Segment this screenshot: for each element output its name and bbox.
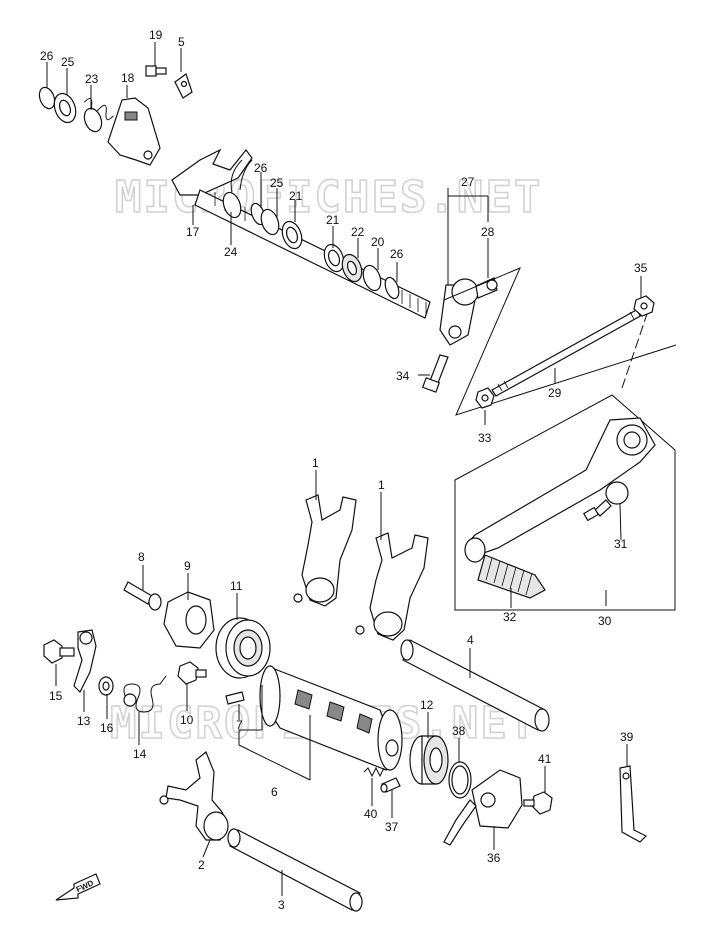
part-38-o-ring xyxy=(448,761,472,799)
part-5-stopper xyxy=(174,73,193,99)
callout-40-spring: 40 xyxy=(364,807,378,821)
callout-9-cam-plate: 9 xyxy=(184,559,191,573)
part-33-nut xyxy=(475,387,495,409)
part-20-washer xyxy=(362,264,382,292)
part-7-pin xyxy=(225,691,245,705)
callout-32-footpeg: 32 xyxy=(503,610,517,624)
callout-38-o-ring: 38 xyxy=(452,724,466,738)
callout-25-washer-top: 25 xyxy=(61,55,75,69)
callout-24-return-spring: 24 xyxy=(224,245,238,259)
leader-lines xyxy=(46,42,642,896)
callout-19-bolt: 19 xyxy=(149,28,163,42)
part-11-bearing xyxy=(215,617,271,679)
callout-36-switch: 36 xyxy=(487,851,501,865)
part-2-shift-fork xyxy=(159,751,229,841)
callout-41-bolt: 41 xyxy=(538,752,552,766)
part-37-pin xyxy=(380,777,401,793)
callout-22-seal: 22 xyxy=(351,225,365,239)
part-26-circlip-top xyxy=(38,86,56,110)
callout-31-pivot-bolt: 31 xyxy=(614,537,628,551)
part-16-washer xyxy=(98,676,114,696)
part-1-shift-fork-a xyxy=(293,494,357,607)
fwd-label: FWD xyxy=(75,878,96,894)
part-32-footpeg-rubber xyxy=(477,554,546,599)
part-9-cam-plate xyxy=(163,591,215,649)
callout-33-nut: 33 xyxy=(478,431,492,445)
part-25-washer-mid xyxy=(260,208,280,236)
part-26-circlip-end xyxy=(384,276,400,300)
callout-13-stopper-arm: 13 xyxy=(77,714,91,728)
callout-29-shift-rod: 29 xyxy=(548,386,562,400)
callout-6-shift-drum: 6 xyxy=(271,785,278,799)
part-28-ball-joint xyxy=(451,277,498,306)
callout-4-fork-shaft: 4 xyxy=(467,633,474,647)
callout-21-bushing-a: 21 xyxy=(289,189,303,203)
part-1-shift-fork-b xyxy=(355,532,429,641)
part-30-shift-lever xyxy=(464,417,656,563)
callout-7-pin: 7 xyxy=(236,718,243,732)
callout-1-fork-b: 1 xyxy=(378,478,385,492)
callout-26-circlip-end: 26 xyxy=(390,247,404,261)
part-13-stopper-arm xyxy=(73,629,97,694)
part-8-pin xyxy=(123,581,162,611)
part-18-plate xyxy=(107,97,161,166)
callout-20-washer: 20 xyxy=(371,235,385,249)
callout-14-spring: 14 xyxy=(133,747,147,761)
part-21-bushing-a xyxy=(281,220,303,250)
callout-18-plate: 18 xyxy=(121,71,135,85)
callout-37-pin: 37 xyxy=(385,820,399,834)
part-19-bolt xyxy=(145,65,167,77)
part-41-bolt xyxy=(523,791,553,815)
callout-2-shift-fork: 2 xyxy=(198,858,205,872)
callout-5-stopper: 5 xyxy=(178,35,185,49)
callout-16-washer: 16 xyxy=(100,721,114,735)
part-23-spring xyxy=(83,97,114,133)
part-15-bolt xyxy=(43,639,75,664)
callout-11-bearing: 11 xyxy=(230,579,243,593)
callout-3-fork-shaft: 3 xyxy=(278,898,285,912)
part-10-bolt xyxy=(177,661,207,685)
part-22-seal xyxy=(341,253,363,283)
callout-27-shift-arm: 27 xyxy=(461,175,475,189)
part-29-shift-rod xyxy=(491,307,645,397)
part-40-spring xyxy=(363,766,385,778)
callout-34-bolt: 34 xyxy=(396,369,410,383)
part-36-gear-position-switch xyxy=(443,769,523,846)
callout-30-shift-lever: 30 xyxy=(598,614,612,628)
callout-39-clamp: 39 xyxy=(620,730,634,744)
callout-25-washer-mid: 25 xyxy=(270,176,284,190)
callout-10-bolt: 10 xyxy=(180,713,194,727)
part-34-bolt xyxy=(421,354,449,393)
part-31-pivot-bolt xyxy=(582,481,629,522)
part-6-shift-drum xyxy=(259,665,403,771)
part-14-spring xyxy=(123,675,167,713)
callout-21-bushing-b: 21 xyxy=(326,213,340,227)
callout-12-bearing: 12 xyxy=(420,698,434,712)
part-3-fork-shaft xyxy=(227,828,363,912)
forward-direction-icon: FWD xyxy=(55,873,101,901)
callout-1-fork-a: 1 xyxy=(312,456,319,470)
callout-26-circlip-top: 26 xyxy=(40,49,54,63)
part-35-nut xyxy=(633,295,655,317)
part-4-fork-shaft xyxy=(400,639,550,732)
callout-15-bolt: 15 xyxy=(49,689,63,703)
part-24-return-spring xyxy=(222,159,253,219)
part-12-bearing xyxy=(409,735,449,785)
callout-17: 17 xyxy=(186,225,200,239)
callout-23-spring: 23 xyxy=(85,72,99,86)
callout-26-circlip-mid: 26 xyxy=(254,161,268,175)
callout-numbers: 26 25 23 18 19 5 17 24 26 25 21 21 22 20… xyxy=(40,28,648,912)
part-21-bushing-b xyxy=(323,243,345,273)
lever-assembly-frame xyxy=(454,394,676,611)
part-25-washer-top xyxy=(53,92,77,124)
callout-35-nut: 35 xyxy=(634,261,648,275)
callout-28-ball-joint: 28 xyxy=(481,225,495,239)
part-39-clamp xyxy=(619,765,648,843)
callout-8-pin: 8 xyxy=(138,550,145,564)
